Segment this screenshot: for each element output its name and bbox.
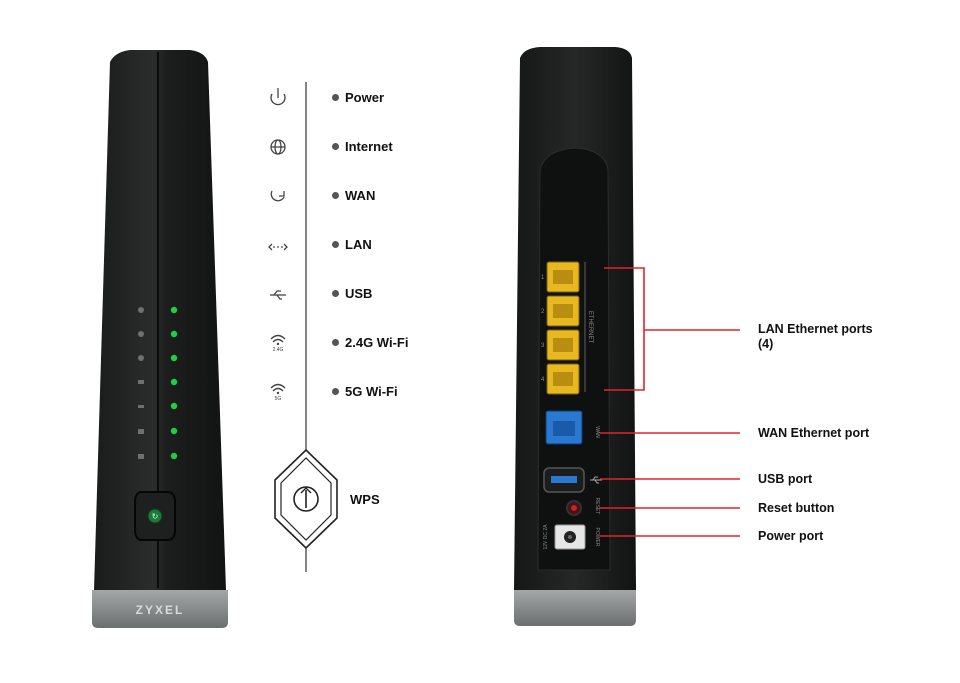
legend-label-usb: USB bbox=[345, 285, 373, 301]
status-led-usb bbox=[170, 402, 178, 410]
status-led-internet bbox=[170, 330, 178, 338]
svg-text:RESET: RESET bbox=[594, 498, 600, 515]
svg-text:↻: ↻ bbox=[152, 512, 159, 521]
lan-callout: LAN Ethernet ports (4) bbox=[758, 322, 873, 352]
legend-label-internet: Internet bbox=[345, 138, 393, 154]
front-wps-led bbox=[147, 508, 163, 524]
wifi-2g-icon bbox=[270, 334, 286, 343]
rear-base bbox=[514, 590, 636, 626]
wps-label: WPS bbox=[350, 492, 380, 507]
front-led-icons bbox=[138, 307, 144, 459]
usb-callout: USB port bbox=[758, 472, 813, 486]
legend-label-wan: WAN bbox=[345, 187, 376, 203]
lan-number-4: 4 bbox=[541, 377, 545, 383]
svg-text:2.4G: 2.4G bbox=[273, 347, 284, 353]
lan-ports bbox=[546, 261, 580, 395]
legend-dot bbox=[332, 387, 339, 395]
legend-dot bbox=[332, 289, 339, 297]
svg-text:POWER: POWER bbox=[594, 528, 600, 547]
wifi-5g-icon bbox=[270, 383, 286, 392]
legend-item-wifi5: 5G Wi-Fi bbox=[332, 381, 398, 401]
legend-dot bbox=[332, 93, 339, 101]
lan-callout-count: (4) bbox=[758, 337, 774, 351]
legend-item-power: Power bbox=[332, 87, 384, 107]
legend-item-wifi24: 2.4G Wi-Fi bbox=[332, 332, 408, 352]
power-callout: Power port bbox=[758, 529, 824, 543]
lan-number-2: 2 bbox=[541, 309, 545, 315]
legend-item-internet: Internet bbox=[332, 136, 393, 156]
power-icon bbox=[270, 93, 286, 106]
brand-logo: ZYXEL bbox=[136, 603, 185, 617]
status-led-power bbox=[170, 306, 178, 314]
svg-text:12V DC 2A: 12V DC 2A bbox=[543, 524, 549, 550]
status-led-wan bbox=[170, 354, 178, 362]
legend-label-lan: LAN bbox=[345, 236, 372, 252]
lan-icon bbox=[268, 243, 288, 251]
front-status-leds bbox=[170, 306, 178, 460]
legend-label-power: Power bbox=[345, 89, 385, 105]
svg-text:ETHERNET: ETHERNET bbox=[587, 311, 593, 344]
wan-callout: WAN Ethernet port bbox=[758, 426, 870, 440]
lan-port-numbers: 1 2 3 4 bbox=[541, 275, 545, 383]
status-led-wifi5 bbox=[170, 452, 178, 460]
lan-number-1: 1 bbox=[541, 275, 545, 281]
legend-dot bbox=[332, 142, 339, 150]
wan-icon bbox=[270, 190, 285, 202]
callout-lines bbox=[600, 267, 740, 537]
svg-text:5G: 5G bbox=[275, 396, 282, 402]
legend-item-usb: USB bbox=[332, 283, 372, 303]
legend-dot bbox=[332, 240, 339, 248]
legend-item-lan: LAN bbox=[332, 234, 372, 254]
status-led-wifi24 bbox=[170, 427, 178, 435]
front-base bbox=[92, 590, 228, 628]
legend-dot bbox=[332, 338, 339, 346]
status-led-lan bbox=[170, 378, 178, 386]
legend-dot bbox=[332, 191, 339, 199]
lan-callout-label: LAN Ethernet ports bbox=[758, 322, 873, 336]
lan-bracket bbox=[604, 267, 645, 391]
usb-icon bbox=[270, 290, 286, 300]
front-body bbox=[94, 50, 226, 590]
svg-text:WAN: WAN bbox=[594, 426, 600, 438]
legend-label-wifi24: 2.4G Wi-Fi bbox=[345, 334, 409, 350]
globe-icon bbox=[270, 139, 286, 155]
lan-number-3: 3 bbox=[541, 343, 545, 349]
legend-item-wan: WAN bbox=[332, 185, 375, 205]
legend-icons bbox=[268, 88, 288, 392]
legend-label-wifi5: 5G Wi-Fi bbox=[345, 383, 398, 399]
reset-callout: Reset button bbox=[758, 501, 835, 515]
